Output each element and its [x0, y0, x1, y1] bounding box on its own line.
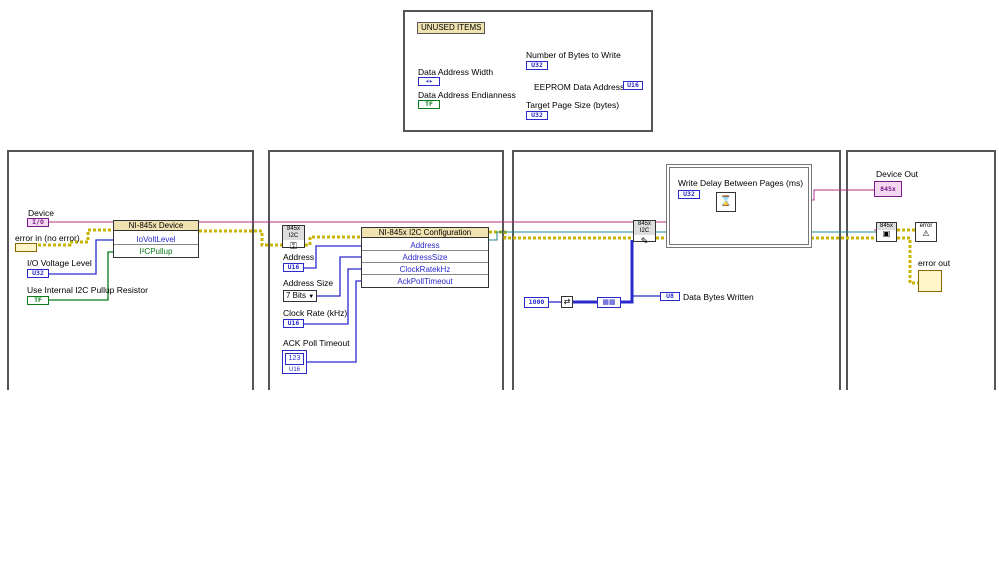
i2c-config-create-icon[interactable]: 845x I2C ⚿: [282, 225, 305, 251]
ni845x-device-node-title: NI-845x Device: [114, 221, 198, 231]
address-property[interactable]: Address: [362, 241, 488, 251]
constant-1000[interactable]: 1000: [524, 297, 549, 308]
pullup-label: Use Internal I2C Pullup Resistor: [27, 285, 148, 295]
address-size-dropdown[interactable]: 7 Bits ▼: [283, 290, 317, 302]
i2c-config-icon-label: 845x I2C: [283, 226, 304, 240]
address-terminal[interactable]: U16: [283, 263, 304, 272]
pullup-terminal[interactable]: TF: [27, 296, 49, 305]
write-delay-label: Write Delay Between Pages (ms): [678, 178, 804, 188]
i2c-write-icon[interactable]: 845x I2C ✎: [633, 220, 656, 246]
sequence-frame-2: [268, 150, 504, 390]
address-size-property[interactable]: AddressSize: [362, 253, 488, 263]
target-page-size-terminal[interactable]: U32: [526, 111, 548, 120]
device-label: Device: [28, 208, 54, 218]
pencil-icon: ✎: [640, 236, 649, 246]
i2c-write-icon-label: 845x I2C: [634, 221, 655, 235]
data-bytes-written-terminal[interactable]: U8: [660, 292, 680, 301]
write-delay-terminal[interactable]: U32: [678, 190, 700, 199]
data-address-endianness-terminal[interactable]: TF: [418, 100, 440, 109]
chevron-down-icon: ▼: [308, 294, 315, 300]
error-in-terminal[interactable]: [15, 243, 37, 252]
io-voltage-label: I/O Voltage Level: [27, 258, 92, 268]
eeprom-data-address-label: EEPROM Data Address: [534, 82, 625, 92]
sequence-frame-1: [7, 150, 254, 390]
i2c-configuration-node-title: NI-845x I2C Configuration: [362, 228, 488, 238]
address-label: Address: [283, 252, 315, 262]
clock-rate-label: Clock Rate (kHz): [283, 308, 348, 318]
i2c-pullup-property[interactable]: I²CPullup: [139, 247, 173, 256]
unused-items-title: UNUSED ITEMS: [417, 22, 486, 34]
close-device-icon[interactable]: 845x ▣: [876, 222, 897, 242]
warning-icon: ⚠: [922, 229, 930, 238]
number-of-bytes-to-write-label: Number of Bytes to Write: [526, 50, 621, 60]
build-array-icon[interactable]: ▦▦: [597, 297, 621, 308]
sequence-frame-3: [512, 150, 841, 390]
io-volt-level-property[interactable]: IoVoltLevel: [114, 235, 198, 245]
device-out-terminal[interactable]: 845x: [874, 181, 902, 197]
error-in-label: error in (no error): [15, 233, 80, 243]
clock-rate-property[interactable]: ClockRatekHz: [362, 265, 488, 275]
eeprom-data-address-terminal[interactable]: U16: [623, 81, 643, 90]
data-address-width-terminal[interactable]: ◂▸: [418, 77, 440, 86]
ack-poll-value: 123: [285, 353, 304, 365]
key-icon: ⚿: [290, 241, 297, 251]
number-of-bytes-to-write-terminal[interactable]: U32: [526, 61, 548, 70]
for-loop-structure[interactable]: Write Delay Between Pages (ms) U32 ⌛: [666, 164, 812, 248]
ack-poll-label: ACK Poll Timeout: [283, 338, 350, 348]
address-size-value: 7 Bits: [286, 291, 307, 300]
error-out-label: error out: [918, 258, 951, 268]
data-address-endianness-label: Data Address Endianness: [418, 90, 516, 100]
address-size-label: Address Size: [283, 278, 334, 288]
ack-poll-type: U16: [288, 367, 300, 373]
ack-poll-control[interactable]: 123 U16: [282, 350, 307, 374]
ni845x-device-property-node[interactable]: NI-845x Device IoVoltLevel I²CPullup: [113, 220, 199, 258]
error-handler-icon[interactable]: error ⚠: [915, 222, 937, 242]
error-out-terminal[interactable]: [918, 270, 942, 292]
close-glyph-icon: ▣: [882, 229, 891, 238]
data-bytes-written-label: Data Bytes Written: [683, 292, 754, 302]
data-address-width-label: Data Address Width: [418, 67, 494, 77]
type-cast-icon[interactable]: ⇄: [561, 296, 573, 308]
device-out-label: Device Out: [876, 169, 919, 179]
error-handler-icon-label: error: [919, 223, 933, 229]
i2c-configuration-property-node[interactable]: NI-845x I2C Configuration Address Addres…: [361, 227, 489, 288]
ack-poll-timeout-property[interactable]: AckPollTimeout: [397, 277, 453, 286]
unused-items-box: UNUSED ITEMS Data Address Width ◂▸ Data …: [403, 10, 653, 132]
target-page-size-label: Target Page Size (bytes): [526, 100, 620, 110]
clock-rate-terminal[interactable]: U16: [283, 319, 304, 328]
device-terminal[interactable]: I/O: [27, 218, 49, 227]
close-device-icon-label: 845x: [877, 223, 896, 230]
io-voltage-terminal[interactable]: U32: [27, 269, 49, 278]
wait-timer-icon[interactable]: ⌛: [716, 192, 736, 212]
sequence-frame-4: [846, 150, 996, 390]
